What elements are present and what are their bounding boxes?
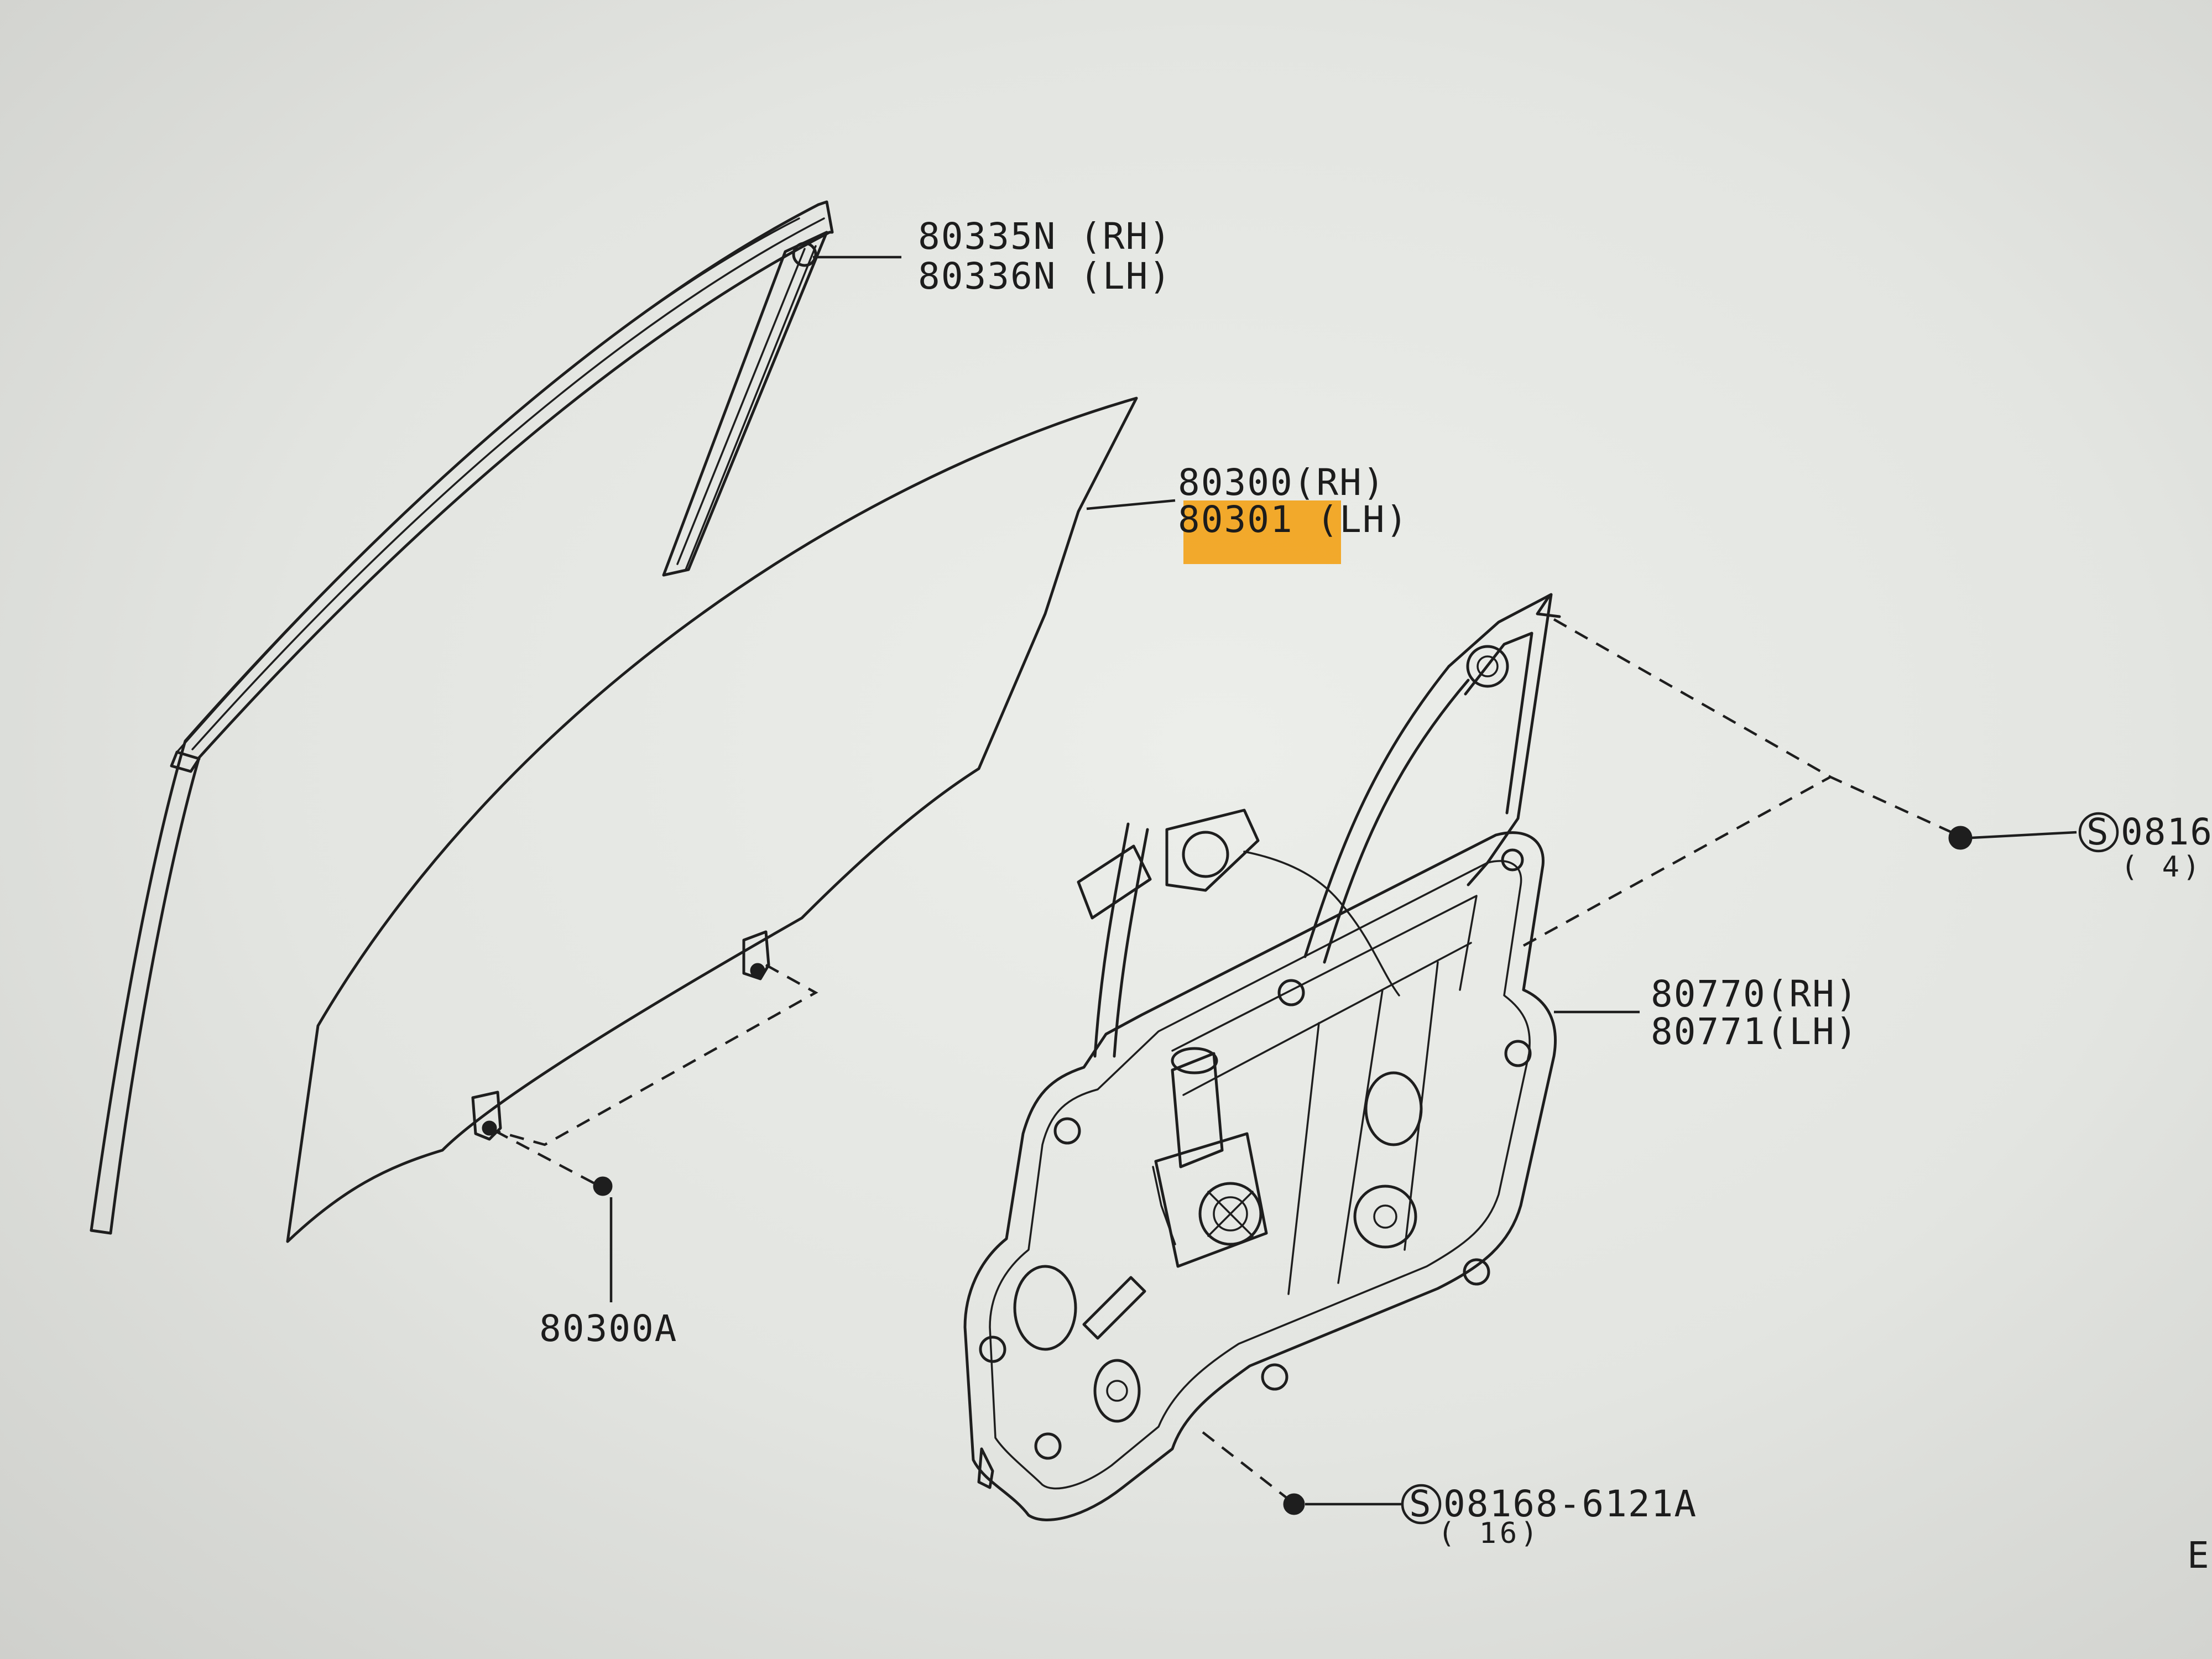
s-symbol-lower (1401, 1484, 1442, 1525)
label-80335n-rh: 80335N (RH) (918, 215, 1172, 258)
label-80301-lh: 80301 (LH) (1178, 498, 1408, 541)
door-run-channel (90, 200, 834, 1235)
label-screw-lower: 08168-6121A (1443, 1483, 1697, 1525)
glass-bolt-80300a (494, 1130, 613, 1302)
label-screw-lower-qty: ( 16) (1438, 1517, 1541, 1550)
label-80770-rh: 80770(RH) (1651, 973, 1859, 1015)
glass-clip-upper (742, 930, 770, 980)
label-80300a: 80300A (539, 1307, 677, 1350)
label-screw-upper-qty: ( 4) (2121, 851, 2203, 884)
s-letter-lower: S (1409, 1483, 1432, 1525)
window-regulator (963, 593, 1561, 1521)
s-symbol-upper (2078, 812, 2119, 853)
highlight-80301 (1183, 500, 1341, 564)
label-80300-rh: 80300(RH) (1178, 461, 1386, 504)
regulator-lower-screw (1202, 1431, 1402, 1515)
label-80771-lh: 80771(LH) (1651, 1010, 1859, 1053)
label-80336n-lh: 80336N (LH) (918, 255, 1172, 298)
edge-letter: E (2187, 1534, 2210, 1577)
label-screw-upper: 0816 (2121, 811, 2212, 853)
leader-glass (1086, 499, 1176, 510)
s-letter-upper: S (2086, 811, 2110, 853)
clip-guide-line (494, 964, 818, 1146)
corner-seal-channel (662, 231, 828, 577)
door-glass (286, 397, 1138, 1243)
regulator-upper-screw (1522, 618, 2077, 947)
glass-clip-lower (471, 1091, 502, 1141)
